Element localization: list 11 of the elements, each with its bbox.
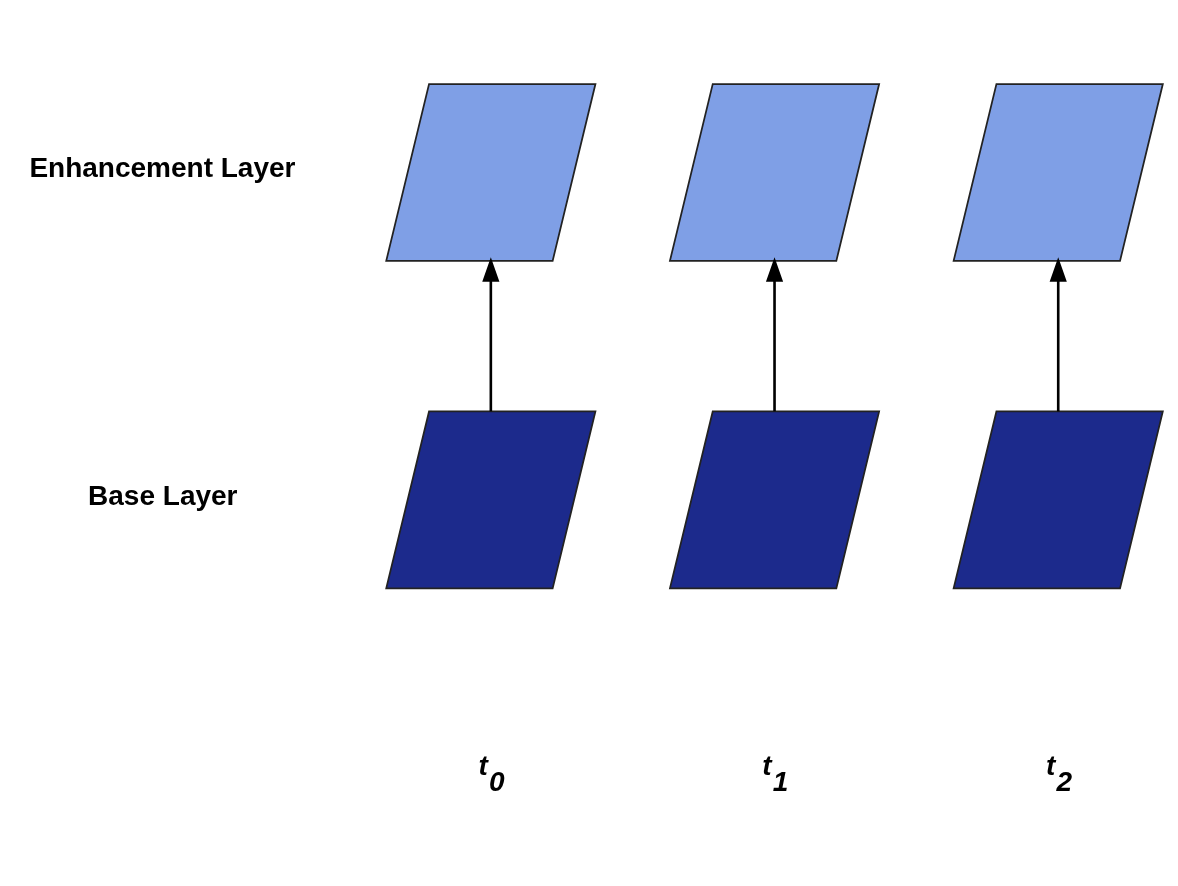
node-parallelogram <box>385 410 597 590</box>
node-parallelogram <box>952 83 1164 262</box>
node-parallelogram <box>668 83 881 262</box>
node-parallelogram <box>385 83 597 262</box>
node-parallelogram <box>668 410 881 590</box>
label: Enhancement Layer <box>29 152 296 184</box>
arrow <box>482 257 500 412</box>
label: Base Layer <box>88 479 238 511</box>
arrow <box>1049 257 1067 412</box>
arrow <box>765 257 784 412</box>
node-parallelogram <box>952 410 1164 590</box>
